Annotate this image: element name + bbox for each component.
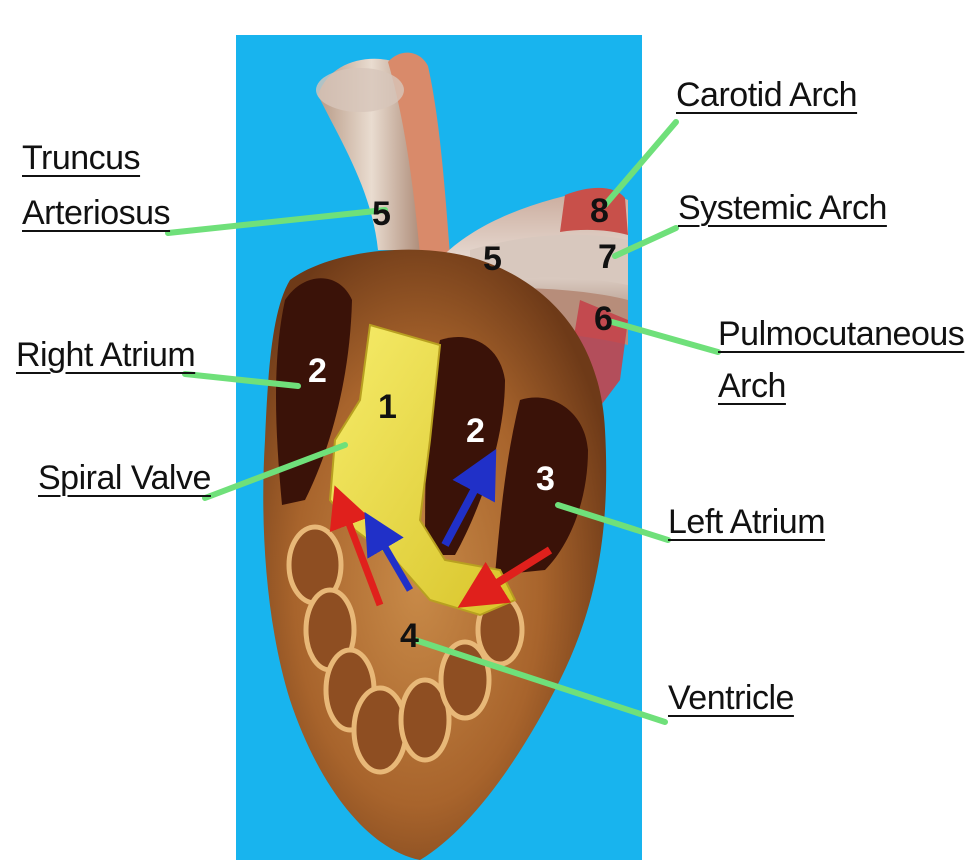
number-left-atrium-upper: 2 xyxy=(466,412,485,450)
number-carotid: 8 xyxy=(590,192,609,230)
label-ventricle: Ventricle xyxy=(668,678,794,718)
label-left-atrium: Left Atrium xyxy=(668,502,825,542)
number-ventricle: 4 xyxy=(400,617,419,655)
label-right-atrium: Right Atrium xyxy=(16,335,195,375)
number-right-atrium: 2 xyxy=(308,352,327,390)
number-truncus: 5 xyxy=(372,195,391,233)
label-systemic-arch: Systemic Arch xyxy=(678,188,887,228)
label-truncus-line2: Arteriosus xyxy=(22,193,170,233)
label-carotid-arch: Carotid Arch xyxy=(676,75,857,115)
number-spiral-valve: 1 xyxy=(378,388,397,426)
number-truncus-right: 5 xyxy=(483,240,502,278)
label-pulmocutaneous-line2: Arch xyxy=(718,366,786,406)
label-spiral-valve: Spiral Valve xyxy=(38,458,211,498)
label-truncus-line1: Truncus xyxy=(22,138,140,178)
label-pulmocutaneous-line1: Pulmocutaneous xyxy=(718,314,964,354)
number-pulmocutaneous: 6 xyxy=(594,300,613,338)
number-left-atrium: 3 xyxy=(536,460,555,498)
number-systemic: 7 xyxy=(598,238,617,276)
